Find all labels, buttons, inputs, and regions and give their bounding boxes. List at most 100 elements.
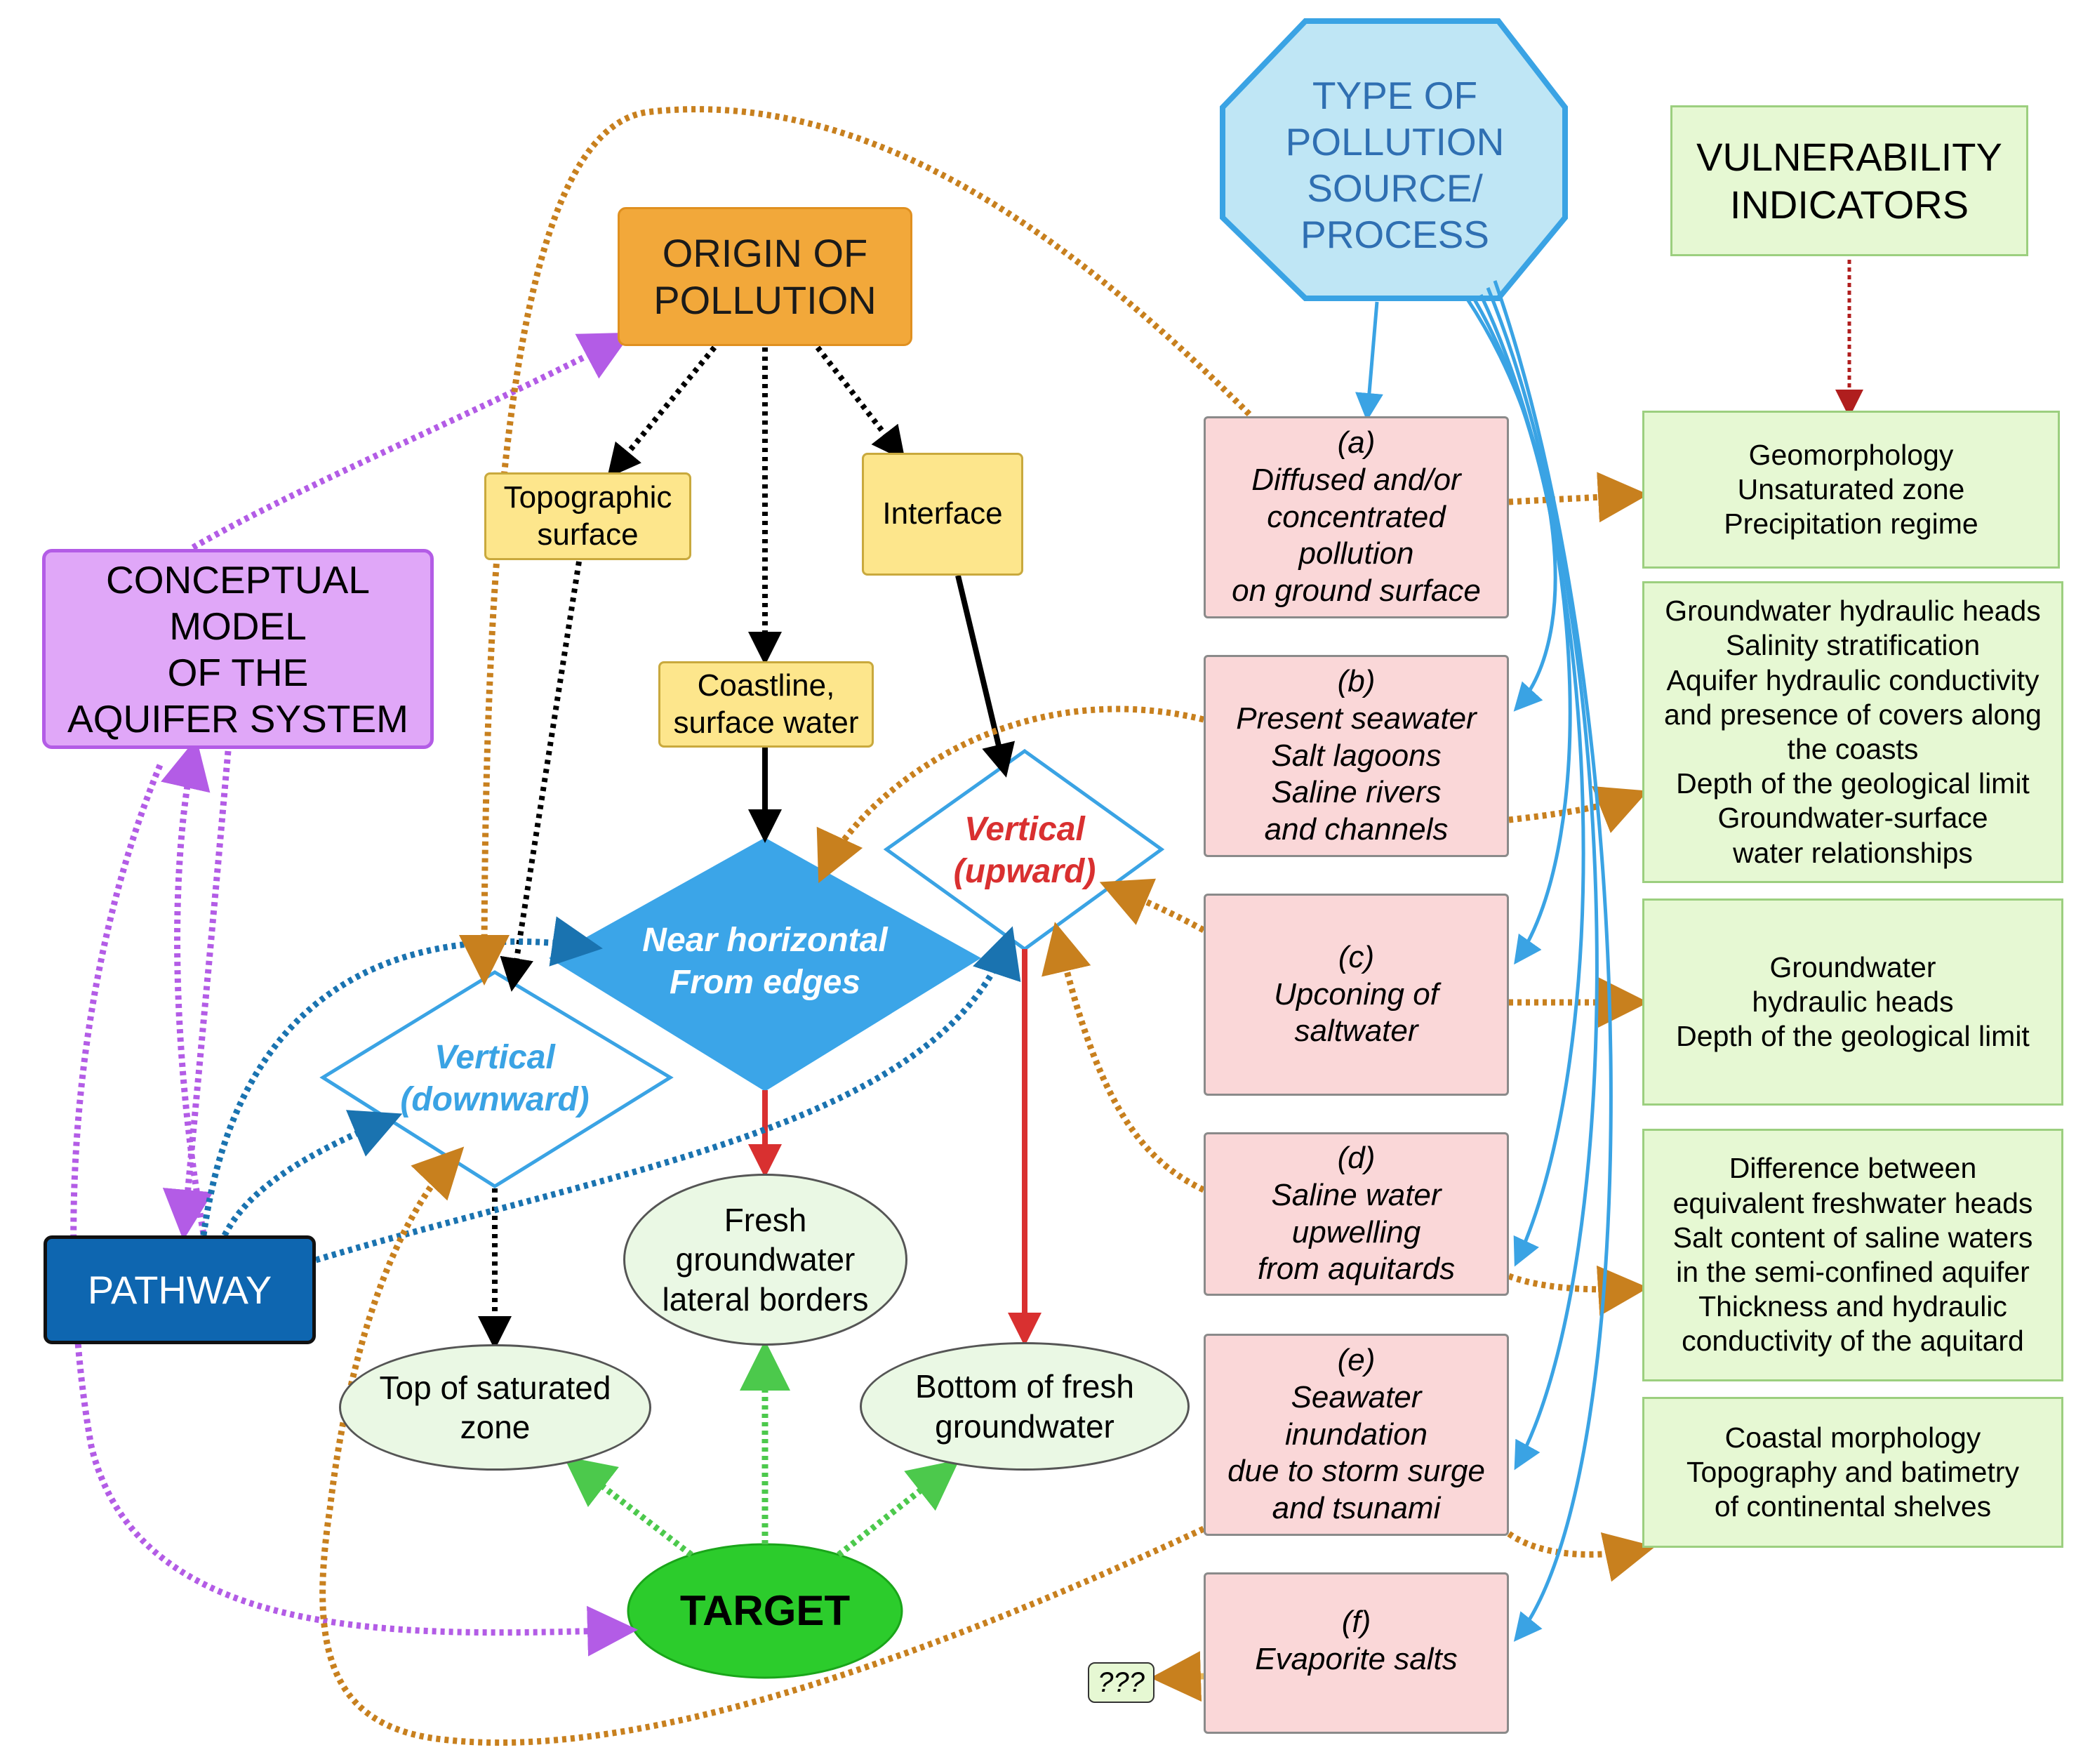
arrow-e-i5	[1507, 1531, 1656, 1582]
i2-line1: Groundwater hydraulic heads	[1665, 595, 2041, 628]
i4-line2: equivalent freshwater heads	[1672, 1186, 2033, 1219]
arrow-octagon-a	[1355, 301, 1383, 421]
vertical-up-line2: (upward)	[953, 853, 1096, 890]
i3-line3: Depth of the geological limit	[1676, 1020, 2030, 1053]
source-b-line1: Present seawater	[1236, 701, 1477, 736]
vertical-downward-label: Vertical (downward)	[365, 1037, 625, 1121]
top-saturated-zone-ellipse: Top of saturated zone	[339, 1344, 651, 1471]
source-f-box: (f) Evaporite salts	[1204, 1572, 1509, 1734]
source-c-line1: Upconing of	[1274, 976, 1439, 1012]
source-e-tag: (e)	[1337, 1343, 1376, 1377]
arrow-conceptual-origin	[191, 332, 632, 550]
i5-line3: of continental shelves	[1714, 1490, 1992, 1523]
conceptual-line1: CONCEPTUAL	[106, 557, 370, 602]
source-c-box: (c) Upconing of saltwater	[1204, 894, 1509, 1096]
near-horizontal-line1: Near horizontal	[642, 922, 888, 959]
i1-line3: Precipitation regime	[1724, 508, 1978, 541]
source-d-line3: from aquitards	[1257, 1252, 1456, 1287]
source-c-line2: saltwater	[1294, 1014, 1418, 1049]
source-a-tag: (a)	[1337, 425, 1376, 460]
fresh-line3: lateral borders	[662, 1280, 869, 1318]
source-b-tag: (b)	[1337, 664, 1376, 698]
arrow-origin-interface	[815, 345, 905, 461]
source-a-line3: pollution	[1298, 536, 1414, 571]
coastline-box: Coastline, surface water	[658, 661, 874, 748]
source-e-box: (e) Seawater inundation due to storm sur…	[1204, 1334, 1509, 1536]
vertical-downward-diamond	[319, 970, 674, 1188]
i2-line4: and presence of covers along	[1664, 698, 2042, 731]
i2-line7: Groundwater-surface	[1717, 802, 1988, 835]
source-f-tag: (f)	[1341, 1605, 1371, 1639]
i2-line6: Depth of the geological limit	[1676, 767, 2030, 800]
arrow-b-near-horizontal	[816, 705, 1205, 884]
interface-box: Interface	[862, 453, 1023, 576]
i3-line1: Groundwater	[1769, 950, 1936, 983]
i5-line2: Topography and batimetry	[1686, 1455, 2020, 1488]
source-b-line4: and channels	[1264, 812, 1449, 847]
source-b-box: (b) Present seawater Salt lagoons Saline…	[1204, 655, 1509, 857]
arrow-octagon-e	[1486, 287, 1599, 1471]
i2-line5: the coasts	[1787, 733, 1919, 765]
near-horizontal-line2: From edges	[669, 964, 861, 1001]
i4-line4: in the semi-confined aquifer	[1676, 1256, 2030, 1288]
arrow-pathway-conceptual	[161, 738, 211, 1235]
coastline-line2: surface water	[673, 705, 859, 740]
target-label: TARGET	[679, 1587, 851, 1634]
indicator-3-box: Groundwater hydraulic heads Depth of the…	[1642, 898, 2063, 1106]
source-a-line2: concentrated	[1267, 499, 1446, 534]
coastline-line1: Coastline,	[697, 668, 835, 703]
arrow-conceptual-target	[70, 764, 638, 1657]
arrow-octagon-d	[1479, 293, 1585, 1267]
top-line1: Top of saturated	[379, 1369, 611, 1406]
i1-line1: Geomorphology	[1748, 438, 1954, 471]
arrow-a-i1	[1508, 472, 1649, 523]
vulnerability-line2: INDICATORS	[1729, 182, 1969, 227]
source-e-line3: due to storm surge	[1227, 1454, 1485, 1489]
source-e-line2: inundation	[1284, 1417, 1428, 1452]
top-line2: zone	[460, 1409, 531, 1445]
arrow-octagon-f	[1493, 280, 1613, 1642]
arrow-conceptual-pathway	[162, 750, 232, 1240]
unknown-label: ???	[1098, 1667, 1145, 1698]
topographic-line1: Topographic	[503, 479, 672, 515]
source-c-tag: (c)	[1338, 939, 1375, 974]
source-e-line4: and tsunami	[1272, 1491, 1441, 1526]
unknown-box: ???	[1088, 1662, 1155, 1703]
topographic-line2: surface	[537, 517, 639, 552]
fresh-line2: groundwater	[675, 1241, 856, 1278]
source-e-line1: Seawater	[1291, 1379, 1422, 1414]
arrow-pathway-near-horizontal	[200, 916, 603, 1236]
bottom-line1: Bottom of fresh	[915, 1368, 1134, 1405]
type-line3: SOURCE/	[1307, 166, 1483, 210]
conceptual-model-box: CONCEPTUAL MODEL OF THE AQUIFER SYSTEM	[42, 549, 434, 749]
indicator-5-box: Coastal morphology Topography and batime…	[1642, 1397, 2063, 1548]
source-a-box: (a) Diffused and/or concentrated polluti…	[1204, 416, 1509, 618]
source-d-line2: upwelling	[1291, 1214, 1421, 1249]
source-d-line1: Saline water	[1271, 1177, 1442, 1212]
type-source-octagon	[1220, 18, 1568, 301]
vulnerability-indicators-box: VULNERABILITY INDICATORS	[1670, 105, 2028, 256]
type-line2: POLLUTION	[1285, 120, 1505, 164]
i4-line5: Thickness and hydraulic	[1698, 1290, 2007, 1323]
bottom-fresh-groundwater-ellipse: Bottom of fresh groundwater	[860, 1342, 1190, 1471]
interface-label: Interface	[882, 496, 1003, 531]
vertical-down-line1: Vertical	[434, 1039, 555, 1076]
conceptual-line4: AQUIFER SYSTEM	[67, 696, 408, 741]
arrow-d-vertical-up	[1042, 922, 1205, 1193]
arrow-target-bottom	[837, 1459, 960, 1558]
target-label-wrap: TARGET	[628, 1544, 902, 1678]
source-b-line2: Salt lagoons	[1271, 738, 1442, 773]
arrow-d-i4	[1508, 1265, 1649, 1316]
arrow-c-vertical-up	[1099, 878, 1206, 933]
i4-line1: Difference between	[1729, 1152, 1977, 1185]
source-b-line3: Saline rivers	[1271, 775, 1442, 810]
i4-line6: conductivity of the aquitard	[1682, 1325, 2024, 1358]
pathway-box: PATHWAY	[44, 1235, 316, 1344]
vertical-upward-label: Vertical (upward)	[912, 809, 1137, 893]
i5-line1: Coastal morphology	[1724, 1421, 1981, 1454]
source-f-line1: Evaporite salts	[1255, 1641, 1458, 1676]
arrow-target-top	[563, 1456, 693, 1558]
fresh-line1: Fresh	[724, 1202, 807, 1239]
arrow-interface-vertical-up	[955, 575, 1016, 778]
topographic-surface-box: Topographic surface	[484, 472, 691, 560]
